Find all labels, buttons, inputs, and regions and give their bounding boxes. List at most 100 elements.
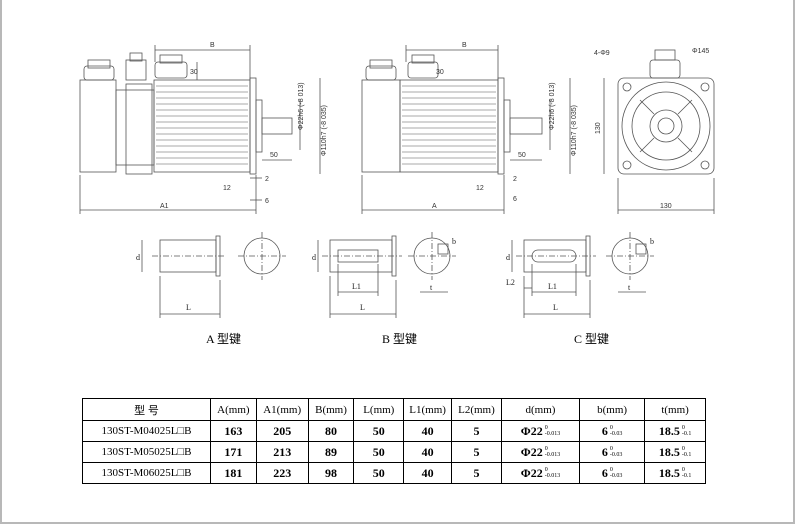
cell-l: 50 — [353, 441, 405, 463]
motor-side-view-standard — [361, 45, 571, 214]
cell-d-tolerance: 0-0.013 — [545, 446, 561, 458]
tol-lower: -0.013 — [544, 473, 561, 479]
tol-upper: 0 — [609, 467, 613, 473]
cell-b: 89 — [307, 441, 355, 463]
header-b: B(mm) — [307, 398, 355, 421]
dim-label-shaft-2: Φ22h6 (-8 013) — [549, 82, 556, 130]
header-model: 型 号 — [81, 398, 212, 421]
dim-label-b: B — [210, 42, 215, 49]
cell-t-tolerance: 0-0.1 — [682, 425, 692, 437]
cell-key-b-tolerance: 0-0.03 — [610, 425, 623, 437]
key-b-label-b: b — [452, 237, 456, 246]
dim-label-a: A — [432, 203, 437, 210]
dim-label-6-2: 6 — [513, 196, 517, 203]
header-t: t(mm) — [644, 398, 706, 421]
key-c-label-b: b — [650, 237, 654, 246]
key-c-label-d: d — [506, 253, 510, 262]
cell-a: 163 — [210, 420, 257, 442]
dim-label-height: 130 — [595, 122, 602, 134]
cell-l: 50 — [353, 420, 405, 442]
cell-a: 181 — [210, 462, 257, 484]
page-border-bottom — [0, 522, 795, 524]
motor-side-view-brake — [79, 45, 321, 214]
key-a-label-l: L — [186, 303, 191, 312]
dim-label-b-2: B — [462, 42, 467, 49]
cell-a1: 213 — [255, 441, 309, 463]
dim-label-12-2: 12 — [476, 185, 484, 192]
dim-label-2-2: 2 — [513, 176, 517, 183]
key-type-c-drawing — [511, 232, 654, 318]
page-border-right — [793, 0, 795, 524]
tol-lower: -0.1 — [681, 473, 692, 479]
cell-l1: 40 — [403, 462, 452, 484]
dim-label-12: 12 — [223, 185, 231, 192]
tol-upper: 0 — [544, 446, 548, 452]
cell-model: 130ST-M06025L□B — [81, 462, 212, 484]
cell-l2: 5 — [450, 462, 502, 484]
cell-a1: 205 — [255, 420, 309, 442]
cell-a1: 223 — [255, 462, 309, 484]
caption-key-type-c: C 型键 — [574, 332, 610, 346]
dim-label-30: 30 — [190, 69, 198, 76]
cell-t-value: 18.5 — [658, 465, 680, 480]
dim-label-2: 2 — [265, 176, 269, 183]
motor-front-view — [603, 49, 715, 214]
cell-d-tolerance: 0-0.013 — [545, 425, 561, 437]
caption-key-type-b: B 型键 — [382, 332, 418, 346]
tol-lower: -0.1 — [681, 452, 692, 458]
cell-model: 130ST-M05025L□B — [81, 441, 212, 463]
cell-key-b-tolerance: 0-0.03 — [610, 467, 623, 479]
cell-l1: 40 — [403, 420, 452, 442]
cell-key-b-tolerance: 0-0.03 — [610, 446, 623, 458]
key-a-label-d: d — [136, 253, 140, 262]
key-type-a-drawing — [141, 232, 286, 318]
tol-upper: 0 — [681, 446, 685, 452]
cell-l2: 5 — [450, 420, 502, 442]
dim-label-6: 6 — [265, 198, 269, 205]
cell-d-value: Φ22 — [520, 444, 543, 459]
dim-label-a1: A1 — [160, 203, 169, 210]
key-b-label-l1: L1 — [352, 282, 361, 291]
tol-upper: 0 — [544, 467, 548, 473]
tol-lower: -0.013 — [544, 452, 561, 458]
cell-key-b-value: 6 — [601, 444, 608, 459]
header-a: A(mm) — [210, 398, 257, 421]
cell-t-value: 18.5 — [658, 444, 680, 459]
cell-key-b-value: 6 — [601, 465, 608, 480]
page-border-left — [0, 0, 2, 524]
cell-d-value: Φ22 — [520, 423, 543, 438]
key-b-label-l: L — [360, 303, 365, 312]
dim-label-shaft: Φ22h6 (-8 013) — [298, 82, 305, 130]
cell-d-value: Φ22 — [520, 465, 543, 480]
table-header-row: 型 号 A(mm) A1(mm) B(mm) L(mm) L1(mm) L2(m… — [81, 398, 706, 421]
tol-upper: 0 — [681, 467, 685, 473]
cell-b: 98 — [307, 462, 355, 484]
cell-key-b-value: 6 — [601, 423, 608, 438]
tol-upper: 0 — [609, 425, 613, 431]
tol-upper: 0 — [681, 425, 685, 431]
header-l2: L2(mm) — [450, 398, 502, 421]
tol-lower: -0.03 — [609, 431, 623, 437]
key-c-label-l1: L1 — [548, 282, 557, 291]
cell-l1: 40 — [403, 441, 452, 463]
key-c-label-t: t — [628, 283, 631, 292]
header-key-b: b(mm) — [579, 398, 646, 421]
dim-label-spigot: Φ110h7 (-8 035) — [321, 105, 328, 156]
cell-l: 50 — [353, 462, 405, 484]
caption-key-type-a: A 型键 — [206, 332, 242, 346]
cell-d-tolerance: 0-0.013 — [545, 467, 561, 479]
header-l1: L1(mm) — [403, 398, 452, 421]
spec-table: 型 号 A(mm) A1(mm) B(mm) L(mm) L1(mm) L2(m… — [81, 398, 706, 484]
key-b-label-t: t — [430, 283, 433, 292]
dim-label-30-2: 30 — [436, 69, 444, 76]
dim-label-spigot-2: Φ110h7 (-8 035) — [571, 105, 578, 156]
cell-b: 80 — [307, 420, 355, 442]
